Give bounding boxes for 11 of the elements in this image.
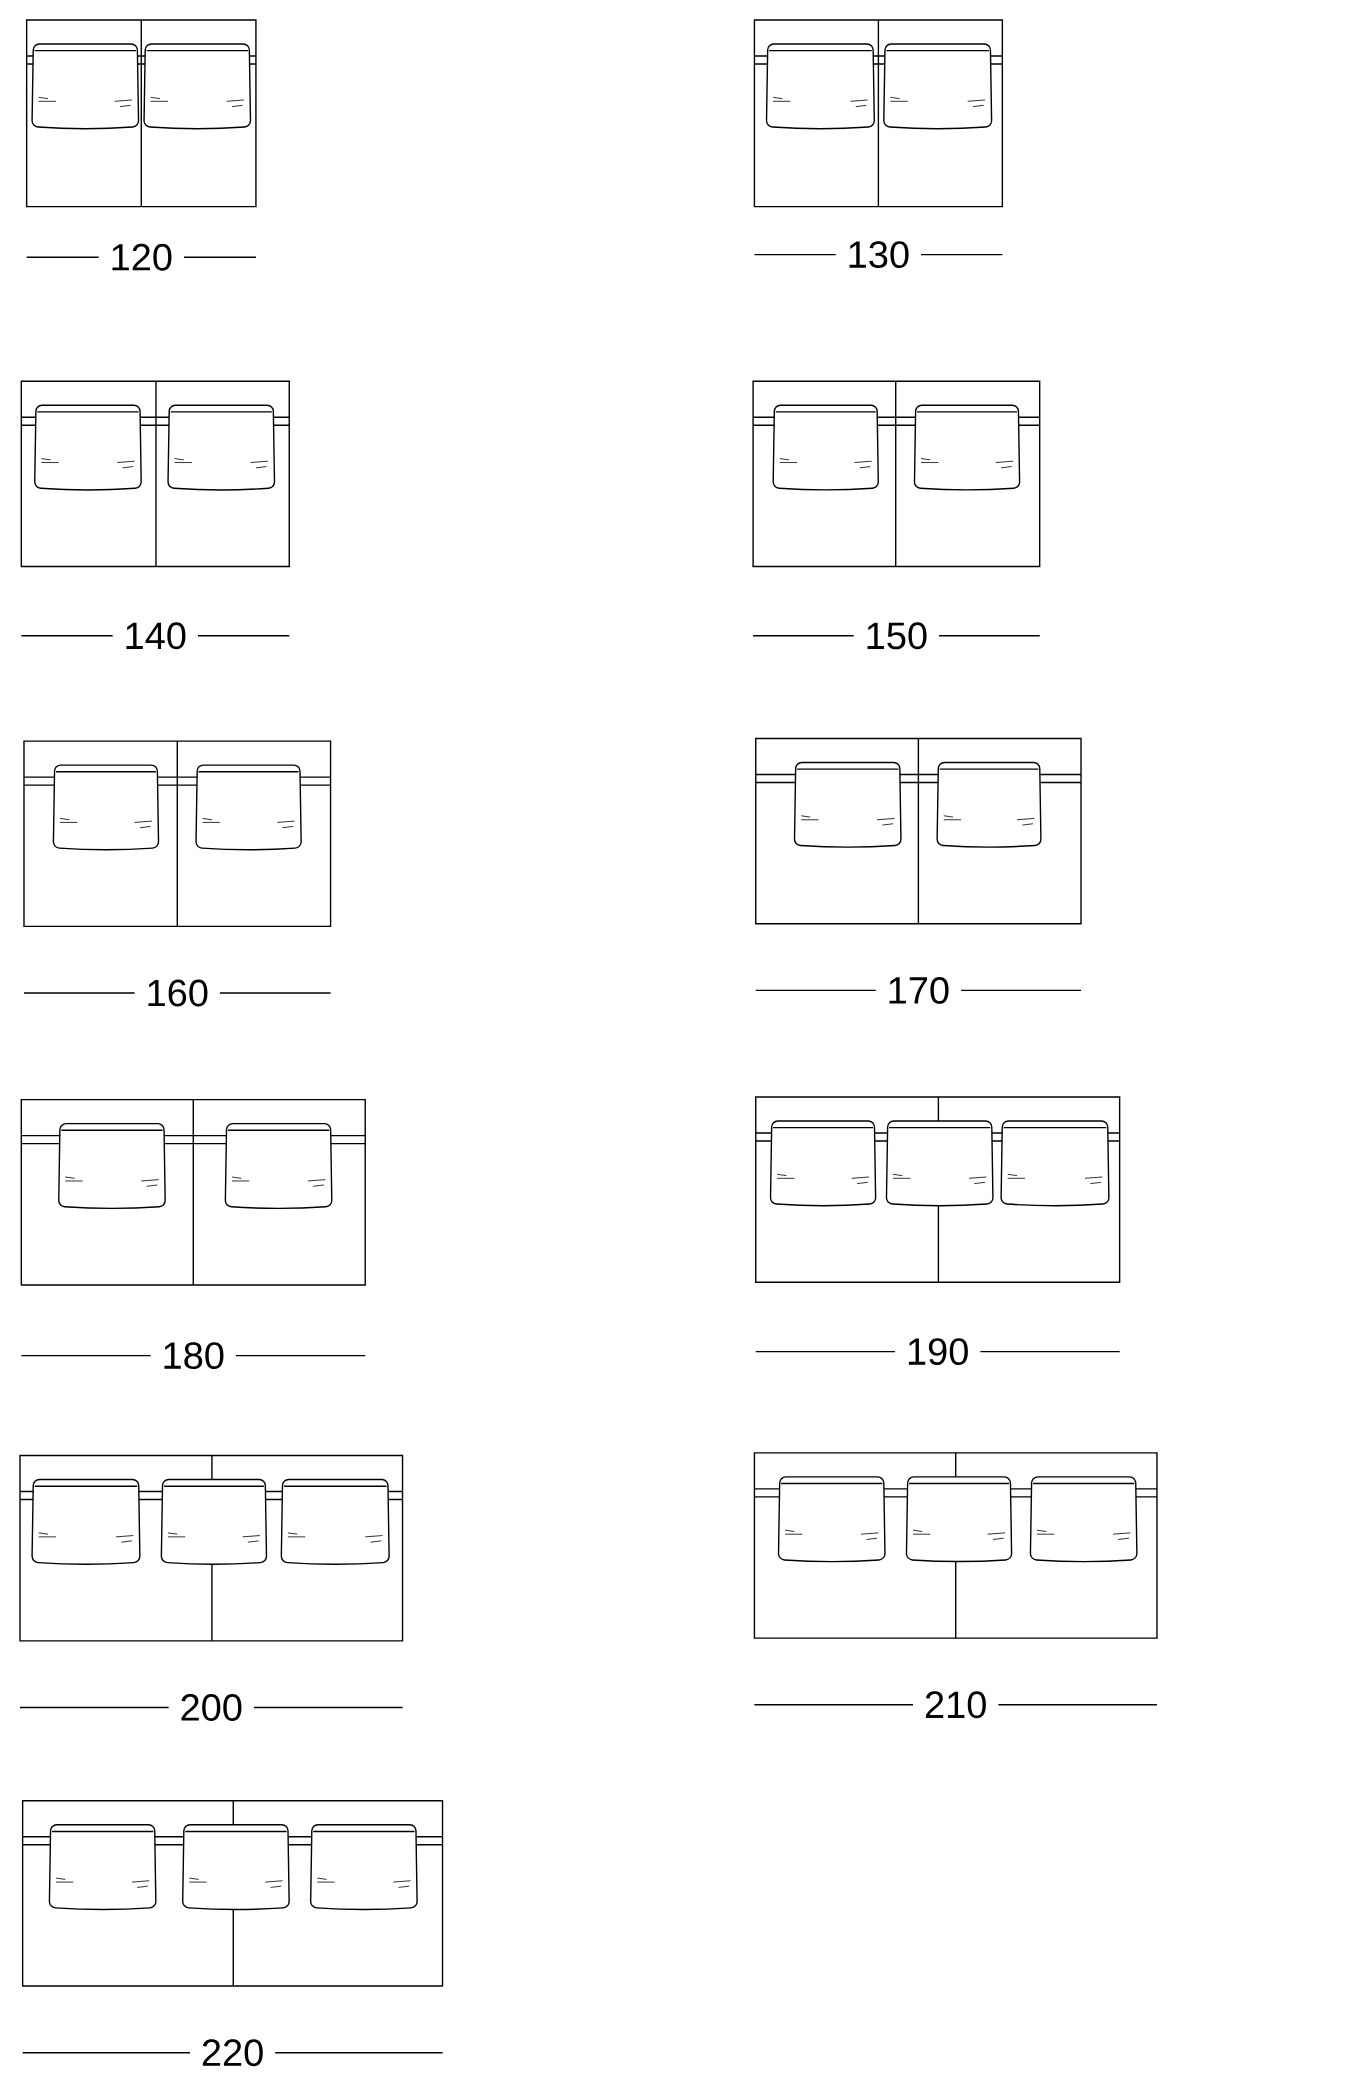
- dimension-label: 190: [908, 1338, 968, 1366]
- dimension-label: 180: [164, 1342, 224, 1370]
- dimension-label: 130: [849, 241, 909, 269]
- dimension-label: 160: [148, 979, 208, 1007]
- dimension-label: 220: [202, 2039, 263, 2067]
- dimension-label: 200: [181, 1694, 242, 1721]
- dimension-label: 120: [112, 243, 172, 271]
- dimension-label: 140: [126, 622, 186, 650]
- dimension-label: 150: [867, 622, 927, 650]
- dimension-label: 210: [925, 1691, 986, 1719]
- dimension-label: 170: [889, 976, 949, 1004]
